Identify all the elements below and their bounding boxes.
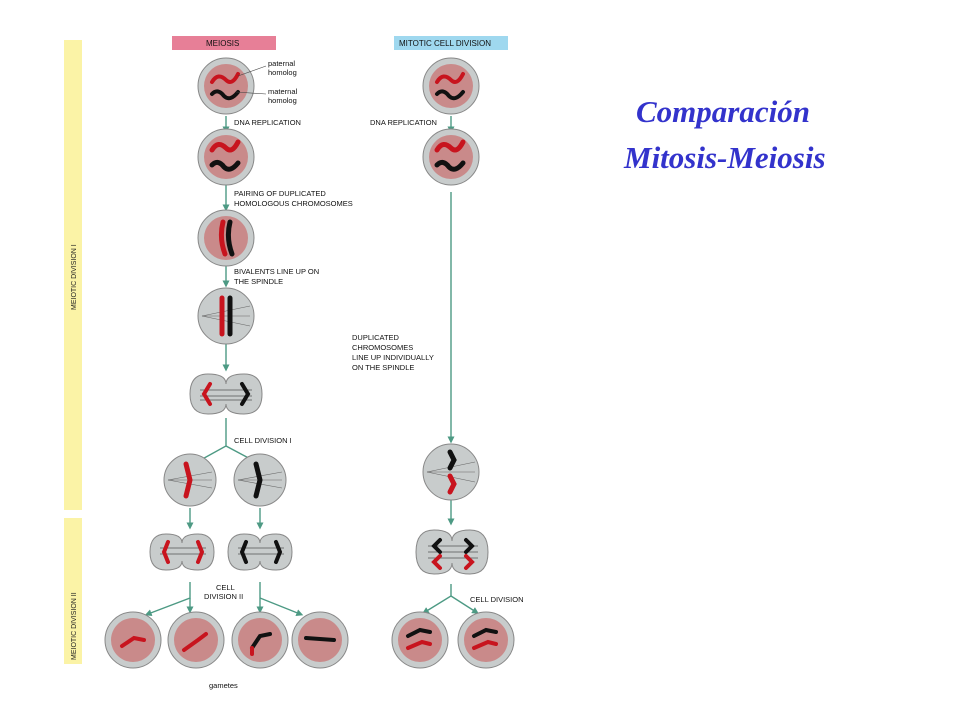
- gamete-4: [291, 611, 349, 669]
- dna-replication-meiosis-label: DNA REPLICATION: [234, 118, 301, 127]
- mitosis-header-box: [394, 36, 508, 50]
- meiosis-cell-paired: [197, 209, 255, 267]
- meiotic-division-2-label: MEIOTIC DIVISION II: [71, 592, 78, 660]
- meiosis-cell-start: [197, 57, 255, 115]
- meiosis-cell-daughter-left: [163, 453, 217, 507]
- mitosis-daughter-right: [457, 611, 515, 669]
- mitosis-cell-replicated: [422, 128, 480, 186]
- paternal-label-2: homolog: [268, 68, 297, 77]
- duplicated-label-3: LINE UP INDIVIDUALLY: [352, 353, 434, 362]
- meiosis-cell-spindle: [197, 287, 255, 345]
- mitosis-cell-dividing: [415, 529, 489, 575]
- paternal-label-1: paternal: [268, 59, 295, 68]
- mitosis-daughter-left: [391, 611, 449, 669]
- meiosis-header-box: [172, 36, 276, 50]
- gamete-2: [167, 611, 225, 669]
- bivalents-label-1: BIVALENTS LINE UP ON: [234, 267, 319, 276]
- meiotic-division-1-label: MEIOTIC DIVISION I: [71, 244, 78, 310]
- maternal-label-2: homolog: [268, 96, 297, 105]
- pairing-label-1: PAIRING OF DUPLICATED: [234, 189, 326, 198]
- duplicated-label-1: DUPLICATED: [352, 333, 400, 342]
- mitosis-cell-spindle: [422, 443, 480, 501]
- meiosis-cell-dividing-2-left: [149, 533, 215, 571]
- cell-division-1-label: CELL DIVISION I: [234, 436, 292, 445]
- slide-title-line-1: Comparación: [636, 94, 810, 129]
- meiotic-division-2-band: [64, 518, 82, 664]
- meiosis-cell-dividing-2-right: [227, 533, 293, 571]
- meiotic-division-1-band: [64, 40, 82, 510]
- meiosis-cell-daughter-right: [233, 453, 287, 507]
- dna-replication-mitosis-label: DNA REPLICATION: [370, 118, 437, 127]
- duplicated-label-4: ON THE SPINDLE: [352, 363, 414, 372]
- bivalents-label-2: THE SPINDLE: [234, 277, 283, 286]
- maternal-label-1: maternal: [268, 87, 298, 96]
- gamete-1: [104, 611, 162, 669]
- slide-title-line-2: Mitosis-Meiosis: [624, 140, 826, 175]
- homolog-pointers: [235, 65, 267, 95]
- cell-division-label: CELL DIVISION: [470, 595, 524, 604]
- cell-division-2-label-1: CELL: [216, 583, 235, 592]
- gamete-3: [231, 611, 289, 669]
- meiosis-header: MEIOSIS: [206, 39, 239, 48]
- cell-division-2-label-2: DIVISION II: [204, 592, 243, 601]
- duplicated-label-2: CHROMOSOMES: [352, 343, 413, 352]
- pairing-label-2: HOMOLOGOUS CHROMOSOMES: [234, 199, 353, 208]
- gametes-label: gametes: [209, 681, 238, 690]
- meiosis-cell-replicated: [197, 128, 255, 186]
- mitosis-header: MITOTIC CELL DIVISION: [399, 39, 491, 48]
- meiosis-cell-dividing-1: [189, 373, 263, 415]
- mitosis-cell-start: [422, 57, 480, 115]
